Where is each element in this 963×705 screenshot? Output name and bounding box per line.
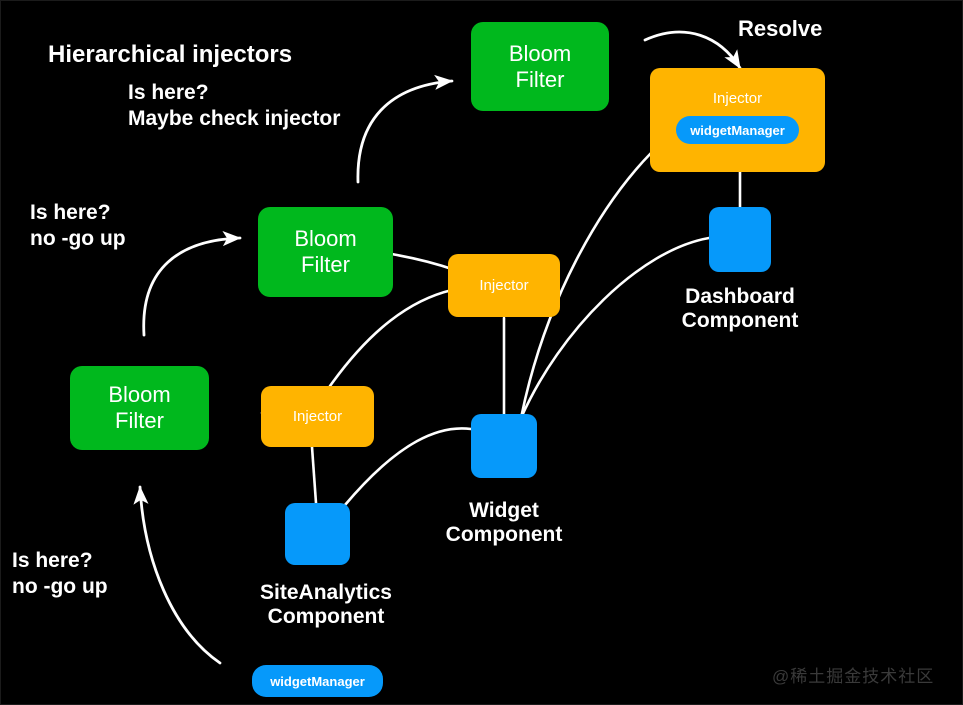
injector-mid-label: Injector: [479, 277, 529, 294]
injector-bottom[interactable]: Injector: [261, 386, 374, 447]
arrow-go-up-bottom: [133, 485, 222, 665]
bloom-filter-top-line2: Filter: [515, 66, 565, 92]
injector-top-token-widgetmanager[interactable]: widgetManager: [676, 116, 799, 144]
bloom-filter-top[interactable]: Bloom Filter: [471, 22, 609, 111]
arrow-check-top-injector: [356, 74, 454, 184]
siteanalytics-component-caption: SiteAnalytics Component: [260, 581, 392, 629]
bloom-filter-bottom[interactable]: Bloom Filter: [70, 366, 209, 450]
injector-top-token-label: widgetManager: [690, 122, 785, 138]
note-mid-question: Is here? no -go up: [30, 201, 126, 250]
injector-mid[interactable]: Injector: [448, 254, 560, 317]
dashboard-component-node[interactable]: [709, 207, 771, 272]
bloom-filter-bottom-line2: Filter: [115, 408, 164, 433]
arrow-resolve: [643, 30, 742, 70]
injector-top-label: Injector: [712, 90, 763, 107]
edge-injector-bottom-siteanalytics: [310, 445, 318, 505]
edge-bloominjector-mid: [390, 252, 457, 272]
bloom-filter-mid-line1: Bloom: [294, 226, 357, 252]
bloom-filter-mid[interactable]: Bloom Filter: [258, 207, 393, 297]
widget-component-node[interactable]: [471, 414, 537, 478]
bloom-filter-top-line1: Bloom: [508, 40, 572, 66]
request-token-label: widgetManager: [270, 673, 365, 689]
request-token-widgetmanager[interactable]: widgetManager: [252, 665, 383, 697]
note-top-question: Is here? Maybe check injector: [128, 81, 341, 130]
injector-top[interactable]: Injector widgetManager: [650, 68, 825, 172]
page-title: Hierarchical injectors: [48, 41, 293, 68]
dashboard-component-caption: Dashboard Component: [681, 285, 799, 333]
edge-injector-bottom-mid: [328, 288, 454, 388]
watermark: @稀土掘金技术社区: [772, 667, 935, 686]
note-bottom-question: Is here? no -go up: [12, 549, 108, 598]
note-resolve: Resolve: [738, 16, 823, 41]
bloom-filter-mid-line2: Filter: [301, 252, 350, 277]
widget-component-caption: Widget Component: [445, 499, 563, 547]
injector-bottom-label: Injector: [292, 408, 343, 425]
siteanalytics-component-node[interactable]: [285, 503, 350, 565]
arrow-go-up-mid: [142, 231, 242, 337]
bloom-filter-bottom-line1: Bloom: [108, 382, 171, 408]
